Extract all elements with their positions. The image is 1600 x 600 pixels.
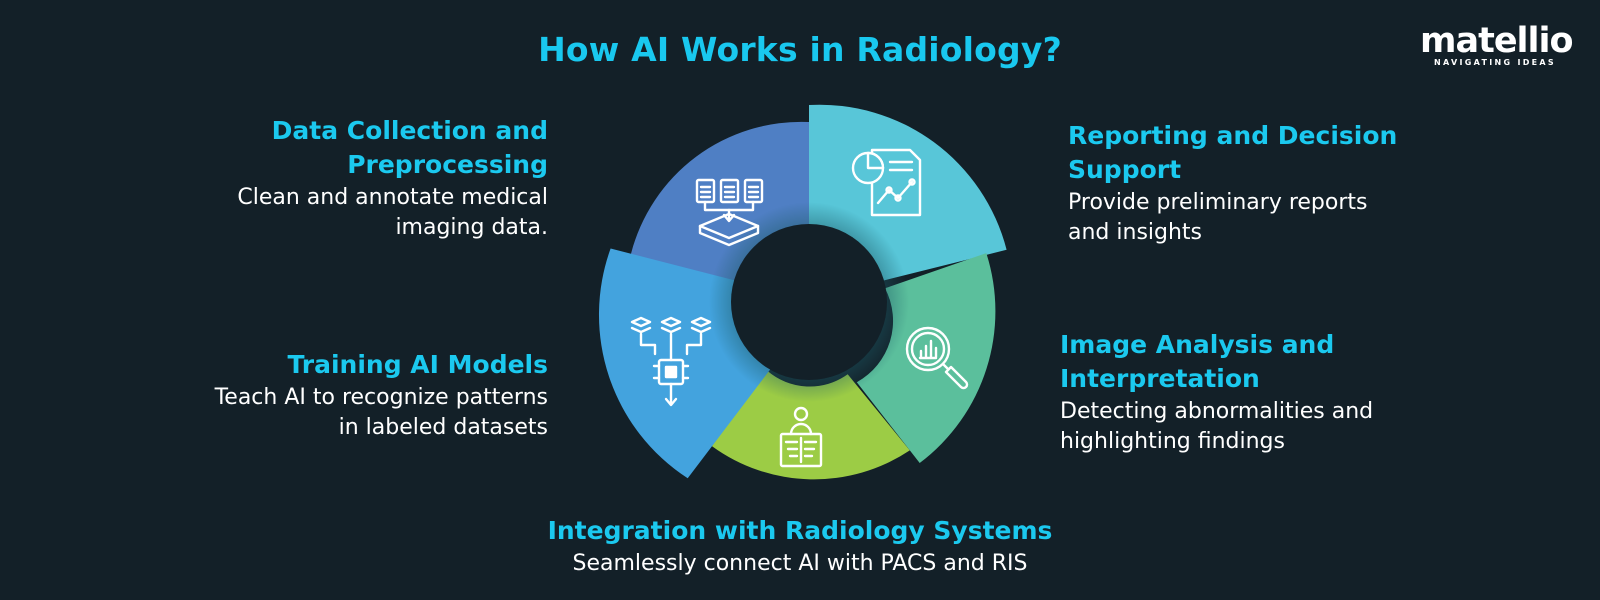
magnifier-chart-icon [905,326,969,390]
chip-network-icon [630,316,712,407]
step-title: Training AI Models [287,350,548,379]
logo-wordmark: matellio [1420,21,1574,61]
step-data-collection: Data Collection and Preprocessing Clean … [180,114,548,243]
step-description: Clean and annotate medical imaging data. [237,185,548,240]
xray-patient-icon [779,406,823,468]
step-training: Training AI Models Teach AI to recognize… [178,348,548,443]
step-title: Image Analysis and Interpretation [1060,330,1335,393]
step-reporting: Reporting and Decision Support Provide p… [1068,119,1398,248]
center-hole [731,224,887,380]
step-description: Teach AI to recognize patterns in labele… [214,385,548,440]
step-image-analysis: Image Analysis and Interpretation Detect… [1060,328,1390,457]
report-chart-icon [851,148,922,217]
step-description: Provide preliminary reports and insights [1068,190,1368,245]
logo-tagline: NAVIGATING IDEAS [1434,58,1556,67]
step-title: Integration with Radiology Systems [547,516,1053,545]
step-title: Reporting and Decision Support [1068,121,1398,184]
step-description: Detecting abnormalities and highlighting… [1060,399,1374,454]
step-description: Seamlessly connect AI with PACS and RIS [572,551,1028,576]
documents-tray-icon [695,178,764,247]
page-title: How AI Works in Radiology? [538,30,1062,69]
segment-integration [711,370,910,480]
step-title: Data Collection and Preprocessing [271,116,548,179]
step-integration: Integration with Radiology Systems Seaml… [530,514,1070,579]
brand-logo: matellio NAVIGATING IDEAS [1420,21,1574,67]
